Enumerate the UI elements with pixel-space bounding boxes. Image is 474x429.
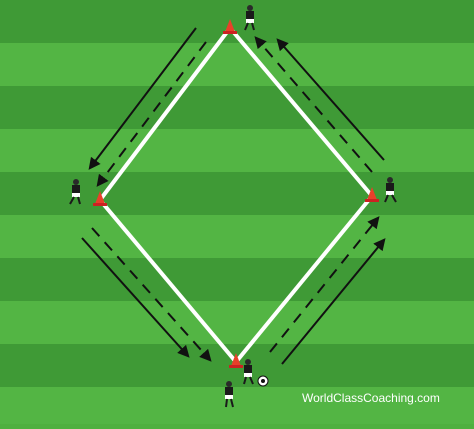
pass-arrow-bottom-left — [91, 227, 212, 362]
line-top-right — [228, 26, 374, 198]
pitch-stripe — [0, 387, 474, 429]
line-bottom-right — [234, 194, 374, 364]
cone-icon — [93, 191, 107, 206]
pitch-stripe — [0, 172, 474, 215]
cone-icon — [229, 353, 243, 368]
run-arrow-bottom-left — [81, 237, 190, 358]
cone-icon — [365, 187, 379, 202]
diamond-lines — [98, 26, 374, 364]
pass-arrow-top-left — [96, 41, 207, 187]
line-top-left — [98, 26, 232, 202]
pitch-stripe — [0, 215, 474, 258]
line-bottom-left — [98, 198, 238, 364]
player-icon — [244, 5, 255, 31]
run-arrows — [81, 27, 386, 365]
cones — [93, 19, 379, 368]
pitch-stripe — [0, 43, 474, 86]
run-arrow-top-right — [276, 38, 385, 161]
pitch-stripe — [0, 129, 474, 172]
run-arrow-bottom-right — [281, 238, 386, 365]
player-icon — [69, 179, 81, 205]
pass-arrow-bottom-right — [269, 216, 380, 353]
pass-arrow-top-right — [254, 36, 373, 173]
watermark-text: WorldClassCoaching.com — [302, 391, 440, 405]
pass-arrows — [91, 36, 380, 362]
player-icon — [384, 177, 397, 203]
pitch-stripe — [0, 301, 474, 344]
ball-icon — [257, 375, 269, 387]
cone-icon — [223, 19, 237, 34]
run-arrow-top-left — [88, 27, 197, 170]
pitch-stripe — [0, 258, 474, 301]
pitch-stripe — [0, 86, 474, 129]
player-icon — [225, 381, 234, 408]
player-icon — [243, 359, 254, 385]
players — [69, 5, 397, 408]
